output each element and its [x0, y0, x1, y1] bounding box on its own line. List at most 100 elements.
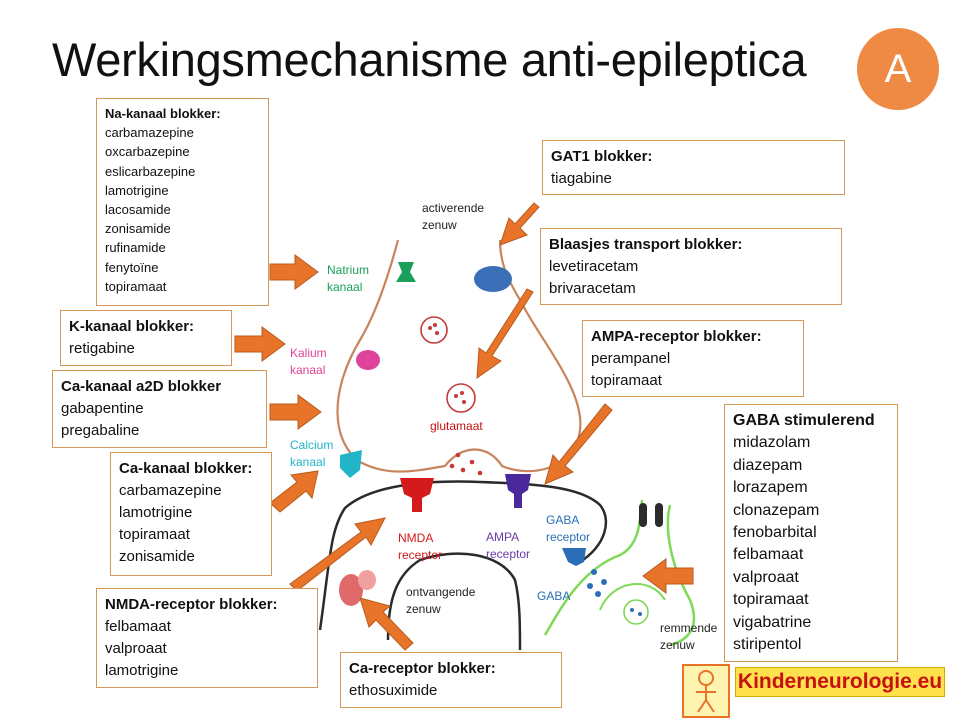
vesicle-dot: [460, 391, 464, 395]
arrow-vesicle-transport: [476, 288, 534, 380]
inhibiting-neuron-inner: [599, 583, 666, 611]
receiving-neuron-outline: [318, 480, 608, 631]
k-channel-blocker-box: K-kanaal blokker: retigabine: [60, 310, 232, 366]
na-channel-blocker-heading: Na-kanaal blokker:: [105, 106, 221, 121]
inhibiting-neuron-label: remmende zenuw: [660, 620, 717, 654]
label-line: receptor: [486, 547, 531, 561]
vesicle: [446, 383, 476, 413]
activating-neuron-outline: [336, 239, 582, 473]
gaba-molecule: [591, 569, 597, 575]
gaba-receptor: [562, 548, 586, 566]
gaba-vesicle-dot: [638, 612, 642, 616]
drug-item: perampanel: [591, 350, 671, 367]
vesicle-dot: [435, 331, 439, 335]
drug-item: tiagabine: [551, 170, 612, 187]
ampa-receptor: [505, 474, 531, 508]
kalium-channel: [356, 350, 380, 370]
label-line: zenuw: [422, 218, 457, 232]
label-line: zenuw: [660, 638, 695, 652]
drug-item: rufinamide: [105, 240, 166, 256]
glutamate-molecule: [469, 459, 475, 465]
drug-item: valproaat: [733, 568, 799, 586]
ca-a2d-blocker-heading: Ca-kanaal a2D blokker: [61, 378, 222, 395]
drug-item: pregabaline: [61, 422, 140, 439]
drug-item: diazepam: [733, 456, 803, 474]
drug-item: lamotrigine: [105, 182, 169, 198]
badge-a: A: [857, 28, 939, 110]
gat1-blocker-box: GAT1 blokker: tiagabine: [542, 140, 845, 195]
vesicle-dot: [462, 400, 466, 404]
drug-item: felbamaat: [105, 618, 171, 635]
ampa-receptor-blocker-heading: AMPA-receptor blokker:: [591, 328, 762, 345]
natrium-channel: [396, 262, 416, 282]
gat1-transporter: [639, 503, 647, 527]
nmda-receptor-blocker-heading: NMDA-receptor blokker:: [105, 596, 278, 613]
drug-item: topiramaat: [119, 526, 190, 543]
k-channel-blocker-heading: K-kanaal blokker:: [69, 318, 195, 335]
glutamate-molecule: [449, 463, 455, 469]
drug-item: topiramaat: [105, 278, 167, 294]
arrow-gaba: [642, 558, 694, 594]
arrow-nmda: [289, 517, 386, 592]
drug-item: zonisamide: [105, 221, 171, 237]
kalium-channel-label: Kalium kanaal: [290, 345, 327, 379]
na-channel-blocker-box: Na-kanaal blokker: carbamazepine oxcarba…: [96, 98, 269, 306]
drug-item: midazolam: [733, 434, 811, 452]
ca-receptor: [339, 574, 363, 606]
arrow-k: [234, 326, 286, 362]
glutamate-molecule: [477, 470, 483, 476]
nmda-receptor-blocker-box: NMDA-receptor blokker: felbamaat valproa…: [96, 588, 318, 688]
glutamate-label: glutamaat: [430, 419, 483, 433]
ampa-receptor-label: AMPA receptor: [486, 529, 530, 563]
vesicle-dot: [454, 394, 458, 398]
label-line: receptor: [398, 548, 443, 562]
vesicle-dot: [428, 326, 432, 330]
drug-item: carbamazepine: [105, 125, 194, 141]
ampa-receptor-blocker-box: AMPA-receptor blokker: perampanel topira…: [582, 320, 804, 397]
gat1-blocker-heading: GAT1 blokker:: [551, 148, 653, 165]
arrow-ca-a2d: [269, 394, 322, 430]
ca-channel-blocker-heading: Ca-kanaal blokker:: [119, 460, 253, 477]
ca-receptor: [358, 570, 376, 590]
arrow-gat1: [499, 202, 540, 246]
drug-item: stiripentol: [733, 636, 802, 654]
receiving-neuron-label: ontvangende zenuw: [406, 584, 475, 618]
glutamate-molecule: [460, 467, 466, 473]
label-line: Calcium: [290, 438, 334, 452]
drug-item: topiramaat: [733, 591, 809, 609]
kinderneurologie-logo-icon[interactable]: [682, 664, 730, 718]
label-line: receptor: [546, 530, 591, 544]
nmda-receptor-label: NMDA receptor: [398, 530, 442, 564]
label-line: zenuw: [406, 602, 441, 616]
label-line: kanaal: [290, 455, 326, 469]
ca-receptor-blocker-box: Ca-receptor blokker: ethosuximide: [340, 652, 562, 708]
label-line: kanaal: [290, 363, 326, 377]
ca-channel-blocker-box: Ca-kanaal blokker: carbamazepine lamotri…: [110, 452, 272, 576]
drug-item: oxcarbazepine: [105, 144, 190, 160]
arrow-na: [269, 254, 319, 290]
gaba-stimulating-box: GABA stimulerend midazolam diazepam lora…: [724, 404, 898, 662]
gat1-transporter: [655, 503, 663, 527]
kinderneurologie-logo[interactable]: Kinderneurologie.eu: [735, 667, 945, 697]
gaba-molecule: [595, 591, 601, 597]
label-line: Natrium: [327, 263, 370, 277]
gaba-receptor-label: GABA receptor: [546, 512, 590, 546]
label-line: AMPA: [486, 530, 520, 544]
arrow-ampa: [544, 403, 613, 485]
gaba-label: GABA: [537, 589, 571, 603]
label-line: NMDA: [398, 531, 434, 545]
drug-item: levetiracetam: [549, 258, 639, 275]
nmda-receptor: [400, 478, 434, 512]
gaba-molecule: [587, 583, 593, 589]
ca-receptor-blocker-heading: Ca-receptor blokker:: [349, 660, 496, 677]
label-line: GABA: [546, 513, 580, 527]
gaba-stimulating-heading: GABA stimulerend: [733, 412, 875, 429]
drug-item: retigabine: [69, 340, 135, 357]
vesicle-transport-blocker-box: Blaasjes transport blokker: levetiraceta…: [540, 228, 842, 305]
drug-item: clonazepam: [733, 501, 820, 519]
drug-item: topiramaat: [591, 372, 662, 389]
drug-item: lorazapem: [733, 479, 808, 497]
vesicle-dot: [433, 323, 437, 327]
drug-item: fenobarbital: [733, 524, 817, 542]
